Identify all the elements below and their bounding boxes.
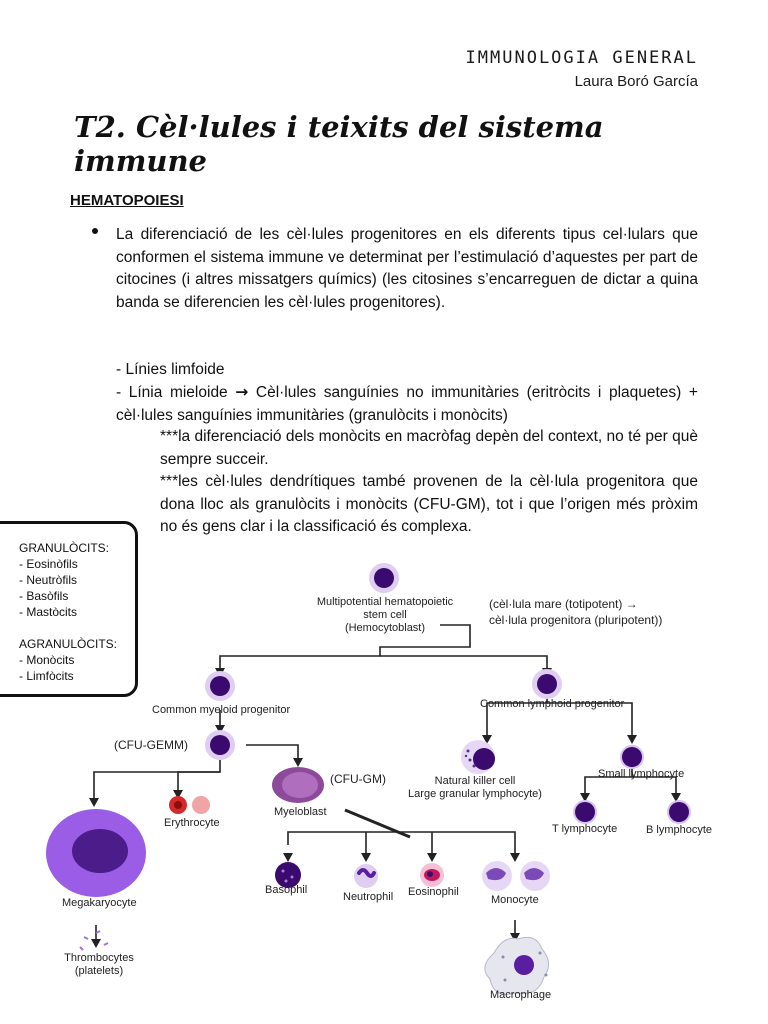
stem-cell-note: (cèl·lula mare (totipotent) → cèl·lula p… <box>489 597 663 627</box>
note-dendritic: ***les cèl·lules dendrítiques també prov… <box>160 473 698 535</box>
basophil-icon <box>275 862 301 888</box>
page-title: T2. Cèl·lules i teixits del sistema immu… <box>74 110 604 178</box>
arrowhead-icon <box>482 735 492 744</box>
legend-item: - Monòcits <box>19 653 75 667</box>
hematopoiesis-diagram <box>46 563 691 995</box>
legend-spacer <box>19 620 135 636</box>
arrowhead-icon <box>215 725 225 734</box>
connector-line <box>632 776 677 795</box>
arrowhead-icon <box>293 758 303 767</box>
t-lymphocyte-label: T lymphocyte <box>552 823 618 835</box>
macrophage-label: Macrophage <box>490 989 552 1001</box>
connector-line <box>287 831 516 855</box>
platelets-icon <box>79 930 109 951</box>
arrowhead-icon <box>580 793 590 802</box>
section-heading: HEMATOPOIESI <box>70 192 184 209</box>
cfu-gm-label: (CFU-GM) <box>330 772 386 786</box>
granulocytes-title: GRANULÒCITS: <box>19 541 110 555</box>
arrowhead-icon <box>510 933 520 942</box>
erythrocyte-label: Erythrocyte <box>164 817 220 829</box>
intro-paragraph: La diferenciació de les cèl·lules progen… <box>116 226 698 311</box>
bullet-icon <box>92 228 98 234</box>
myeloid-text: Cèl·lules sanguínies no immunitàries (er… <box>116 384 698 424</box>
connector-line <box>547 702 633 737</box>
arrowhead-icon <box>89 798 99 807</box>
legend-item: - Limfòcits <box>19 669 74 683</box>
stem-cell-label: Multipotential hematopoietic stem cell (… <box>316 596 454 634</box>
arrowhead-icon <box>91 939 101 948</box>
neutrophil-label: Neutrophil <box>343 891 394 903</box>
thrombocytes-label: Thrombocytes (platelets) <box>64 952 134 977</box>
legend-item: - Basòfils <box>19 589 69 603</box>
arrowhead-icon <box>283 853 293 862</box>
author-name: Laura Boró García <box>574 73 698 90</box>
cfu-gemm-label: (CFU-GEMM) <box>114 738 188 752</box>
myeloid-progenitor-label: Common myeloid progenitor <box>152 704 291 716</box>
arrowhead-icon <box>510 853 520 862</box>
myeloblast-label: Myeloblast <box>274 806 327 818</box>
legend-box: GRANULÒCITS: - Eosinòfils - Neutròfils -… <box>0 521 138 697</box>
nk-cell-label: Natural killer cell Large granular lymph… <box>408 775 542 800</box>
connector-line <box>93 760 221 800</box>
small-lymphocyte-label: Small lymphocyte <box>598 768 685 780</box>
arrowhead-icon <box>173 790 183 799</box>
connector-line <box>219 624 471 670</box>
note-macrophage: ***la diferenciació dels monòcits en mac… <box>160 428 698 468</box>
legend-item: - Neutròfils <box>19 573 78 587</box>
monocyte-label: Monocyte <box>491 894 539 906</box>
arrowhead-icon <box>627 735 637 744</box>
lymphoid-progenitor-label: Common lymphoid progenitor <box>480 698 625 710</box>
connector-line <box>584 768 633 795</box>
legend-item: - Eosinòfils <box>19 557 78 571</box>
b-lymphocyte-label: B lymphocyte <box>646 824 713 836</box>
connector-line <box>246 744 299 760</box>
agranulocytes-title: AGRANULÒCITS: <box>19 637 118 651</box>
eosinophil-label: Eosinophil <box>408 886 459 898</box>
connector-line <box>177 771 220 792</box>
connector-line <box>380 655 548 670</box>
myeloid-line: - Línia mieloide → Cèl·lules sanguínies … <box>116 381 698 427</box>
basophil-label: Basophil <box>265 884 308 896</box>
right-arrow-icon: → <box>235 383 249 401</box>
lymphoid-line: - Línies limfoide <box>116 361 225 378</box>
course-name: IMMUNOLOGIA GENERAL <box>465 48 698 68</box>
arrowhead-icon <box>427 853 437 862</box>
myeloid-prefix: - Línia mieloide <box>116 384 228 401</box>
connector-line <box>344 808 411 839</box>
megakaryocyte-label: Megakaryocyte <box>62 897 137 909</box>
erythrocyte-icon <box>192 796 210 814</box>
arrowhead-icon <box>671 793 681 802</box>
arrowhead-icon <box>361 853 371 862</box>
legend-item: - Mastòcits <box>19 605 78 619</box>
